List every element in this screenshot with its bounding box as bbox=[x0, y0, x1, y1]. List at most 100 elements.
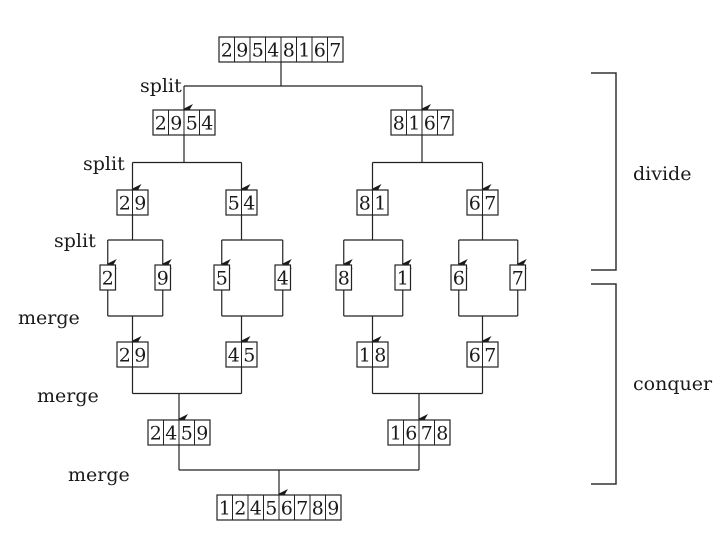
array-cell-value: 6 bbox=[469, 345, 481, 367]
array-cell-value: 7 bbox=[296, 498, 308, 520]
connector-lines bbox=[106, 62, 527, 499]
array-box-outline bbox=[274, 264, 292, 291]
array-cell-value: 7 bbox=[484, 193, 496, 215]
array-box: 2 bbox=[99, 264, 117, 291]
divide-phase-label: divide bbox=[633, 163, 691, 185]
array-cell-value: 9 bbox=[236, 40, 248, 62]
array-cell-value: 5 bbox=[265, 498, 277, 520]
array-cell-value: 1 bbox=[397, 268, 409, 290]
array-cell-value: 2 bbox=[119, 193, 131, 215]
array-cell-value: 1 bbox=[408, 113, 420, 135]
array-cell-value: 9 bbox=[157, 268, 169, 290]
array-cell-value: 7 bbox=[512, 268, 524, 290]
array-cell-value: 9 bbox=[134, 345, 146, 367]
array-cell-value: 6 bbox=[314, 40, 326, 62]
array-box: 7 bbox=[509, 264, 527, 291]
conquer-phase-label: conquer bbox=[633, 373, 713, 395]
array-cell-value: 2 bbox=[150, 423, 162, 445]
array-box-outline bbox=[99, 264, 117, 291]
array-cell-value: 4 bbox=[165, 423, 177, 445]
array-cell-value: 1 bbox=[359, 345, 371, 367]
array-cell-value: 8 bbox=[374, 345, 386, 367]
array-box-outline bbox=[154, 264, 172, 291]
array-cell-value: 2 bbox=[102, 268, 114, 290]
array-cell-value: 1 bbox=[298, 40, 310, 62]
array-cell-value: 8 bbox=[393, 113, 405, 135]
array-cell-value: 9 bbox=[170, 113, 182, 135]
conquer-bracket bbox=[591, 283, 617, 485]
array-cell-value: 6 bbox=[424, 113, 436, 135]
array-cell-value: 5 bbox=[216, 268, 228, 290]
merge-label: merge bbox=[18, 307, 80, 329]
array-cell-value: 1 bbox=[374, 193, 386, 215]
array-cell-value: 8 bbox=[338, 268, 350, 290]
array-cell-value: 9 bbox=[327, 498, 339, 520]
array-box: 1 bbox=[394, 264, 412, 291]
array-cell-value: 5 bbox=[252, 40, 264, 62]
array-cell-value: 8 bbox=[283, 40, 295, 62]
array-cell-value: 5 bbox=[181, 423, 193, 445]
array-cell-value: 1 bbox=[390, 423, 402, 445]
array-cell-value: 9 bbox=[134, 193, 146, 215]
merge-label: merge bbox=[68, 464, 130, 486]
array-box: 8 bbox=[335, 264, 353, 291]
array-cell-value: 4 bbox=[243, 193, 255, 215]
phase-brackets: divide conquer bbox=[591, 72, 713, 485]
array-cell-value: 5 bbox=[243, 345, 255, 367]
array-cell-value: 4 bbox=[228, 345, 240, 367]
array-cell-value: 7 bbox=[484, 345, 496, 367]
array-cell-value: 7 bbox=[439, 113, 451, 135]
step-labels: split split split merge merge merge bbox=[18, 75, 182, 486]
array-box-outline bbox=[450, 264, 468, 291]
array-cell-value: 4 bbox=[201, 113, 213, 135]
array-cell-value: 4 bbox=[250, 498, 262, 520]
array-box-outline bbox=[213, 264, 231, 291]
split-label: split bbox=[83, 153, 125, 175]
array-cell-value: 8 bbox=[312, 498, 324, 520]
array-cell-value: 5 bbox=[186, 113, 198, 135]
array-box: 9 bbox=[154, 264, 172, 291]
array-box-outline bbox=[394, 264, 412, 291]
split-label: split bbox=[54, 230, 96, 252]
array-cell-value: 4 bbox=[267, 40, 279, 62]
array-cell-value: 4 bbox=[277, 268, 289, 290]
array-cell-value: 7 bbox=[329, 40, 341, 62]
merge-label: merge bbox=[37, 385, 99, 407]
array-cell-value: 7 bbox=[421, 423, 433, 445]
split-label: split bbox=[140, 75, 182, 97]
array-cell-value: 2 bbox=[119, 345, 131, 367]
array-cell-value: 5 bbox=[228, 193, 240, 215]
array-cell-value: 2 bbox=[234, 498, 246, 520]
array-box: 4 bbox=[274, 264, 292, 291]
array-cell-value: 8 bbox=[359, 193, 371, 215]
array-cell-value: 6 bbox=[281, 498, 293, 520]
divide-bracket bbox=[591, 72, 617, 271]
array-cell-value: 2 bbox=[155, 113, 167, 135]
array-box-outline bbox=[509, 264, 527, 291]
array-box: 6 bbox=[450, 264, 468, 291]
array-cell-value: 6 bbox=[469, 193, 481, 215]
array-cell-value: 8 bbox=[436, 423, 448, 445]
array-cell-value: 6 bbox=[453, 268, 465, 290]
array-box-outline bbox=[335, 264, 353, 291]
array-box: 5 bbox=[213, 264, 231, 291]
array-cell-value: 2 bbox=[221, 40, 233, 62]
array-cell-value: 1 bbox=[219, 498, 231, 520]
array-cell-value: 9 bbox=[196, 423, 208, 445]
array-cell-value: 6 bbox=[405, 423, 417, 445]
